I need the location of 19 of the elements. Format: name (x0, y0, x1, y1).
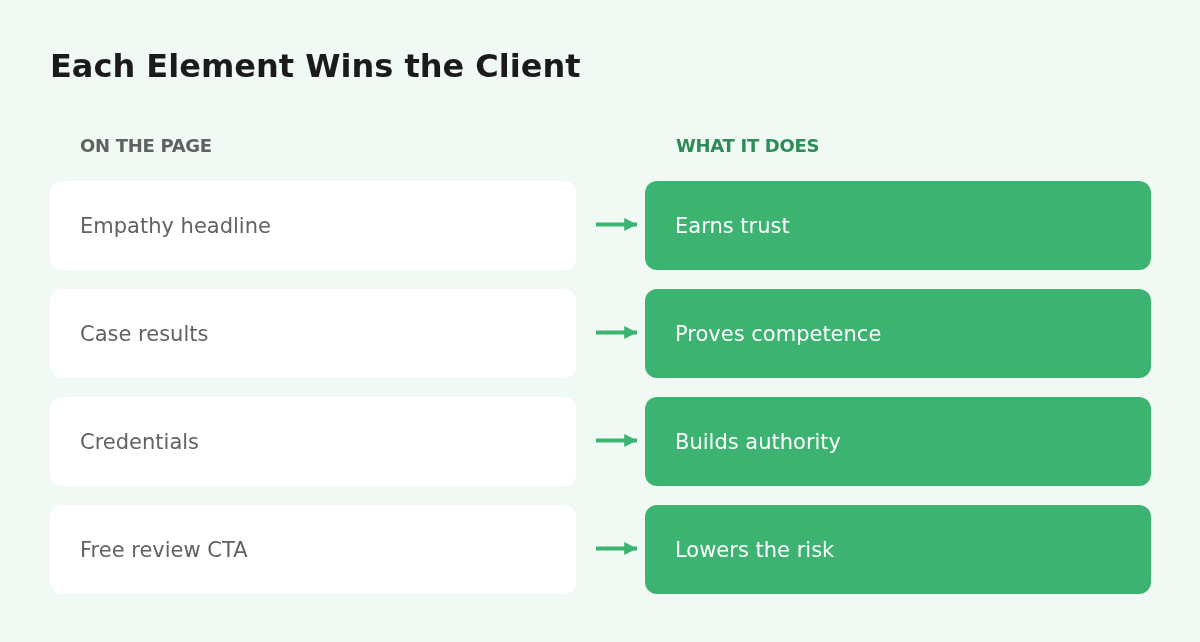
effect-box (645, 397, 1151, 486)
arrow (596, 542, 637, 555)
effect-box (645, 505, 1151, 594)
effect-box (645, 181, 1151, 270)
box-text: Free review CTA (80, 536, 248, 564)
arrow (596, 434, 637, 447)
box-text: Lowers the risk (675, 536, 835, 564)
title: Each Element Wins the Client (50, 46, 581, 87)
box-text: Builds authority (675, 428, 842, 456)
box-text: Proves competence (675, 320, 882, 348)
box-text: Case results (80, 320, 209, 348)
column-heading: ON THE PAGE (80, 134, 212, 158)
arrow (596, 326, 637, 339)
arrow (596, 218, 637, 231)
box-text: Credentials (80, 428, 200, 456)
box-text: Empathy headline (80, 212, 271, 240)
effect-box (645, 289, 1151, 378)
column-heading: WHAT IT DOES (676, 134, 820, 158)
box-text: Earns trust (675, 212, 790, 240)
